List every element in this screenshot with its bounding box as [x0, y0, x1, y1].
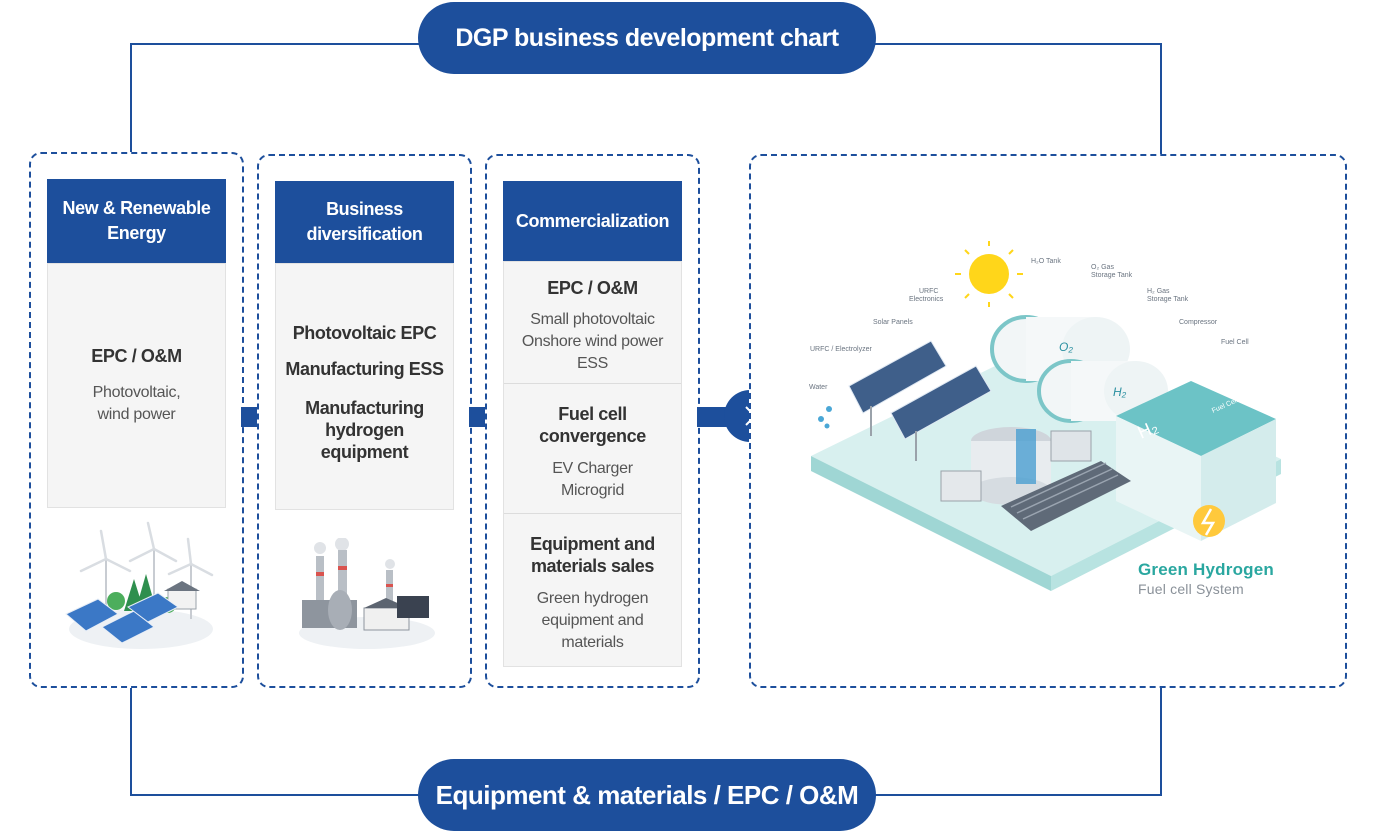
lightning-icon: [1193, 505, 1225, 537]
hydrogen-system-illustration: O₂ H₂ H₂ Fuel Cell H₂O Tank URFC Electro: [809, 241, 1281, 591]
frame-top-right: [860, 43, 1162, 155]
header-line: Business: [326, 199, 403, 219]
item-line: equipment: [320, 442, 409, 462]
item-manufacturing-hydrogen: Manufacturing hydrogen equipment: [276, 397, 453, 463]
tank-o2-label: O₂: [1059, 340, 1073, 354]
sec3-title: Equipment and materials sales: [504, 533, 681, 577]
desc-line: Microgrid: [560, 482, 625, 499]
label-h2-storage: Storage Tank: [1147, 296, 1189, 303]
item-line: Manufacturing: [305, 398, 424, 418]
column-diversification: Business diversification Photovoltaic EPC…: [257, 154, 472, 688]
column-body: EPC / O&M Photovoltaic, wind power: [47, 263, 226, 508]
column-green-hydrogen: O₂ H₂ H₂ Fuel Cell H₂O Tank URFC Electro: [749, 154, 1347, 688]
frame-top-left: [130, 43, 432, 155]
label-urfc-electrolyzer: URFC / Electrolyzer: [810, 346, 873, 353]
desc-line: materials: [561, 634, 624, 651]
service-title: EPC / O&M: [91, 346, 182, 366]
desc-line: equipment and: [541, 612, 644, 629]
item-line: hydrogen: [325, 420, 404, 440]
item-manufacturing-ess: Manufacturing ESS: [285, 359, 444, 379]
header-line: New & Renewable: [62, 198, 211, 218]
brand-subtitle: Fuel cell System: [1138, 581, 1244, 597]
column-header: Commercialization: [503, 181, 682, 261]
label-urfc: URFC: [919, 288, 938, 295]
desc-line: Small photovoltaic: [530, 311, 655, 328]
header-line: diversification: [306, 224, 423, 244]
sec1-title: EPC / O&M: [547, 278, 638, 298]
desc-line: Photovoltaic,: [92, 384, 181, 401]
tank-h2-label: H₂: [1113, 385, 1127, 399]
label-o2-gas: O₂ Gas: [1091, 264, 1114, 271]
desc-line: Onshore wind power: [521, 333, 664, 350]
column-body: Photovoltaic EPC Manufacturing ESS Manuf…: [275, 263, 454, 510]
connector: [469, 407, 485, 427]
sec3-desc: Green hydrogen equipment and materials: [504, 588, 681, 654]
frame-bottom-right: [860, 686, 1162, 796]
sec1-desc: Small photovoltaic Onshore wind power ES…: [504, 309, 681, 375]
title-line: Equipment and: [530, 534, 655, 554]
item-photovoltaic-epc: Photovoltaic EPC: [292, 323, 437, 343]
desc-line: EV Charger: [552, 460, 633, 477]
label-compressor: Compressor: [1179, 319, 1218, 326]
desc-line: ESS: [576, 355, 609, 372]
label-solar-panels: Solar Panels: [873, 319, 913, 326]
label-h2-gas: H₂ Gas: [1147, 288, 1170, 295]
connector: [241, 407, 257, 427]
service-desc: Photovoltaic, wind power: [48, 382, 225, 426]
header-line: Energy: [107, 223, 166, 243]
label-fuel-cell: Fuel Cell: [1221, 339, 1249, 346]
title-line: Fuel cell: [558, 404, 627, 424]
column-header: Business diversification: [275, 181, 454, 263]
label-o2-storage: Storage Tank: [1091, 272, 1133, 279]
desc-line: Green hydrogen: [536, 590, 649, 607]
brand-title: Green Hydrogen: [1138, 560, 1274, 579]
chart-footer: Equipment & materials / EPC / O&M: [418, 759, 876, 831]
wind-solar-illustration: [65, 521, 214, 649]
frame-bottom-left: [130, 686, 432, 796]
column-body: EPC / O&M Small photovoltaic Onshore win…: [503, 261, 682, 667]
divider: [504, 513, 681, 514]
sec2-title: Fuel cell convergence: [504, 403, 681, 447]
title-line: materials sales: [530, 556, 655, 576]
label-electronics: Electronics: [909, 296, 944, 303]
factory-illustration: [299, 538, 435, 649]
sec2-desc: EV Charger Microgrid: [504, 458, 681, 502]
label-h2o-tank: H₂O Tank: [1031, 258, 1061, 265]
sun-icon: [955, 241, 1023, 307]
label-water: Water: [809, 384, 828, 391]
divider: [504, 383, 681, 384]
column-commercialization: Commercialization EPC / O&M Small photov…: [485, 154, 700, 688]
chart-title: DGP business development chart: [418, 2, 876, 74]
title-line: convergence: [539, 426, 646, 446]
desc-line: wind power: [97, 406, 176, 423]
